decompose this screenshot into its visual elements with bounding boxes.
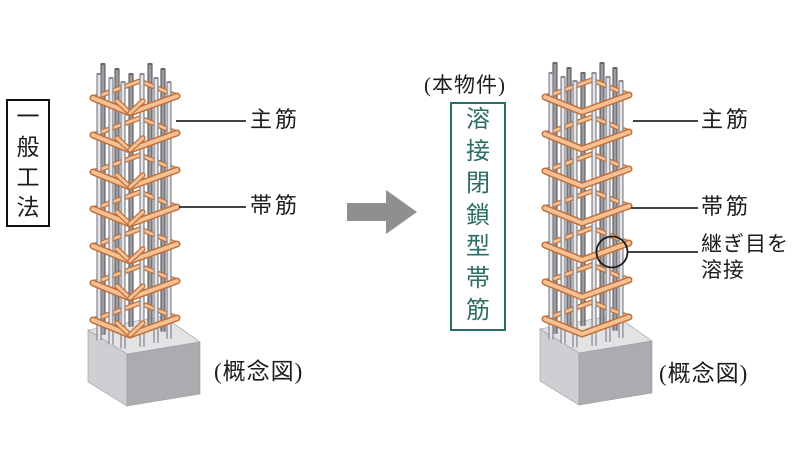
left-column-conventional-hoops	[87, 62, 201, 407]
welded-method-box: 溶接閉鎖型帯筋	[450, 102, 506, 331]
main-rebar-label-right: 主筋	[701, 107, 752, 132]
hoop-label-right: 帯筋	[701, 194, 752, 219]
concept-caption-right: (概念図)	[659, 361, 749, 386]
weld-joint-label-line1: 継ぎ目を	[701, 232, 789, 256]
main-rebar-label-left: 主筋	[250, 107, 301, 132]
right-column-welded-closed-hoops	[539, 61, 653, 406]
weld-joint-label: 継ぎ目を 溶接	[701, 231, 789, 284]
right-arrow-icon	[347, 190, 417, 234]
hoop-label-left: 帯筋	[250, 193, 301, 218]
general-method-box: 一般工法	[6, 99, 50, 227]
welded-method-label: 溶接閉鎖型帯筋	[466, 106, 490, 325]
property-note: (本物件)	[424, 73, 506, 97]
general-method-label: 一般工法	[16, 104, 40, 221]
weld-joint-circle-icon	[595, 235, 629, 269]
concept-caption-left: (概念図)	[214, 359, 304, 384]
weld-joint-label-line2: 溶接	[701, 258, 745, 283]
